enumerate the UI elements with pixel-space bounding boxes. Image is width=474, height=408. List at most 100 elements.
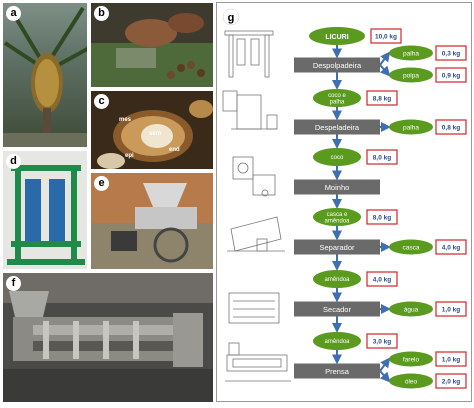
- process-label-4: Secador: [323, 305, 351, 314]
- flow-diagram-panel: g: [216, 2, 472, 402]
- side-node-4-0: [389, 301, 433, 317]
- photo-b-hands-processing: b: [90, 2, 214, 88]
- output-node-value-3: 4,0 kg: [373, 277, 391, 284]
- side-node-value-3-0-box: [435, 239, 467, 255]
- side-arrow-0-1: [379, 64, 391, 77]
- output-node-value-4-box: [366, 333, 398, 349]
- side-node-label-0-0: palha: [403, 51, 419, 58]
- side-node-label-4-0: água: [404, 307, 419, 314]
- label-end: end: [169, 147, 180, 153]
- side-node-value-5-0: 1,0 kg: [442, 357, 460, 364]
- process-label-2: Moinho: [325, 183, 350, 192]
- output-node-3: [313, 270, 361, 288]
- output-node-value-0: 8,8 kg: [373, 96, 391, 103]
- side-arrow-5-1: [379, 370, 391, 383]
- panel-label-g: g: [228, 12, 235, 24]
- side-node-5-0: [389, 351, 433, 367]
- hands-illustration: [91, 3, 213, 87]
- seed-section-illustration: [97, 100, 213, 169]
- photo-e-separator-machine: e: [90, 172, 214, 270]
- output-node-label-1: coco: [331, 155, 344, 161]
- start-node-label: LICURI: [325, 34, 348, 41]
- sketch-despeladeira: [222, 90, 278, 130]
- side-node-value-0-1: 0,9 kg: [442, 73, 460, 80]
- palm-tree-illustration: [3, 6, 87, 147]
- side-node-value-0-0: 0,3 kg: [442, 51, 460, 58]
- label-sem: sem: [149, 131, 162, 137]
- side-node-1-0: [389, 119, 433, 135]
- output-node-2: [313, 208, 361, 226]
- sketch-secador: [228, 292, 280, 324]
- panel-label-d: d: [6, 154, 21, 169]
- process-box-3: [294, 239, 380, 255]
- output-node-value-0-box: [366, 90, 398, 106]
- side-node-value-1-0-box: [435, 119, 467, 135]
- side-node-5-1: [389, 373, 433, 389]
- side-node-label-5-1: óleo: [405, 379, 418, 386]
- label-epi: epi: [125, 153, 134, 159]
- separator-machine-illustration: [91, 173, 213, 269]
- output-node-4: [313, 332, 361, 350]
- side-node-value-0-1-box: [435, 67, 467, 83]
- output-node-value-4: 3,0 kg: [373, 339, 391, 346]
- photo-a-palm-tree: a: [2, 2, 88, 148]
- process-box-1: [294, 119, 380, 135]
- sketch-despolpadeira: [224, 30, 274, 78]
- side-node-value-5-0-box: [435, 351, 467, 367]
- side-node-label-3-0: casca: [403, 245, 420, 252]
- side-arrow-5-0: [379, 357, 391, 372]
- sketch-moinho: [232, 156, 276, 197]
- panel-label-f: f: [6, 276, 21, 291]
- output-node-value-1: 8,0 kg: [373, 155, 391, 162]
- panel-label-e: e: [94, 176, 109, 191]
- process-box-2: [294, 179, 380, 195]
- output-node-label-4: amêndoa: [324, 339, 350, 345]
- oil-press-illustration: [3, 273, 213, 402]
- panel-label-b: b: [94, 6, 109, 21]
- process-label-3: Separador: [319, 243, 355, 252]
- side-node-3-0: [389, 239, 433, 255]
- sketch-separador: [227, 216, 285, 252]
- photo-f-oil-press: f: [2, 272, 214, 403]
- side-node-value-5-1: 2,0 kg: [442, 379, 460, 386]
- side-arrow-0-0: [379, 51, 391, 66]
- photo-d-pulper-machine: d: [2, 150, 88, 270]
- start-node-value-box: [370, 28, 402, 44]
- process-label-1: Despeladeira: [315, 123, 360, 132]
- side-node-value-4-0-box: [435, 301, 467, 317]
- output-node-0: [313, 89, 361, 107]
- start-node: [309, 27, 365, 45]
- panel-label-c: c: [94, 94, 109, 109]
- pulper-machine-illustration: [7, 165, 85, 265]
- side-node-0-0: [389, 45, 433, 61]
- process-box-0: [294, 57, 380, 73]
- panel-label-a: a: [6, 6, 21, 21]
- side-node-label-1-0: palha: [403, 125, 419, 132]
- output-node-value-2: 8,0 kg: [373, 215, 391, 222]
- output-node-value-2-box: [366, 209, 398, 225]
- side-node-value-3-0: 4,0 kg: [442, 245, 460, 252]
- flow-diagram: g: [222, 8, 467, 389]
- side-node-value-4-0: 1,0 kg: [442, 307, 460, 314]
- panel-label-g-bg: [222, 8, 240, 26]
- label-mes: mes: [119, 117, 132, 123]
- side-node-0-1: [389, 67, 433, 83]
- output-node-label-3: amêndoa: [324, 277, 350, 283]
- output-node-value-1-box: [366, 149, 398, 165]
- process-box-4: [294, 301, 380, 317]
- output-node-1: [313, 148, 361, 166]
- side-node-value-5-1-box: [435, 373, 467, 389]
- process-label-5: Prensa: [325, 367, 350, 376]
- output-node-value-3-box: [366, 271, 398, 287]
- machine-sketches: [222, 30, 291, 382]
- side-node-value-0-0-box: [435, 45, 467, 61]
- side-node-value-1-0: 0,8 kg: [442, 125, 460, 132]
- sketch-prensa: [225, 342, 291, 382]
- side-node-label-5-0: farelo: [403, 357, 420, 364]
- start-node-value: 10,0 kg: [375, 34, 397, 41]
- photo-c-seed-section: mes sem end epi c: [90, 90, 214, 170]
- process-label-0: Despolpadeira: [313, 61, 362, 70]
